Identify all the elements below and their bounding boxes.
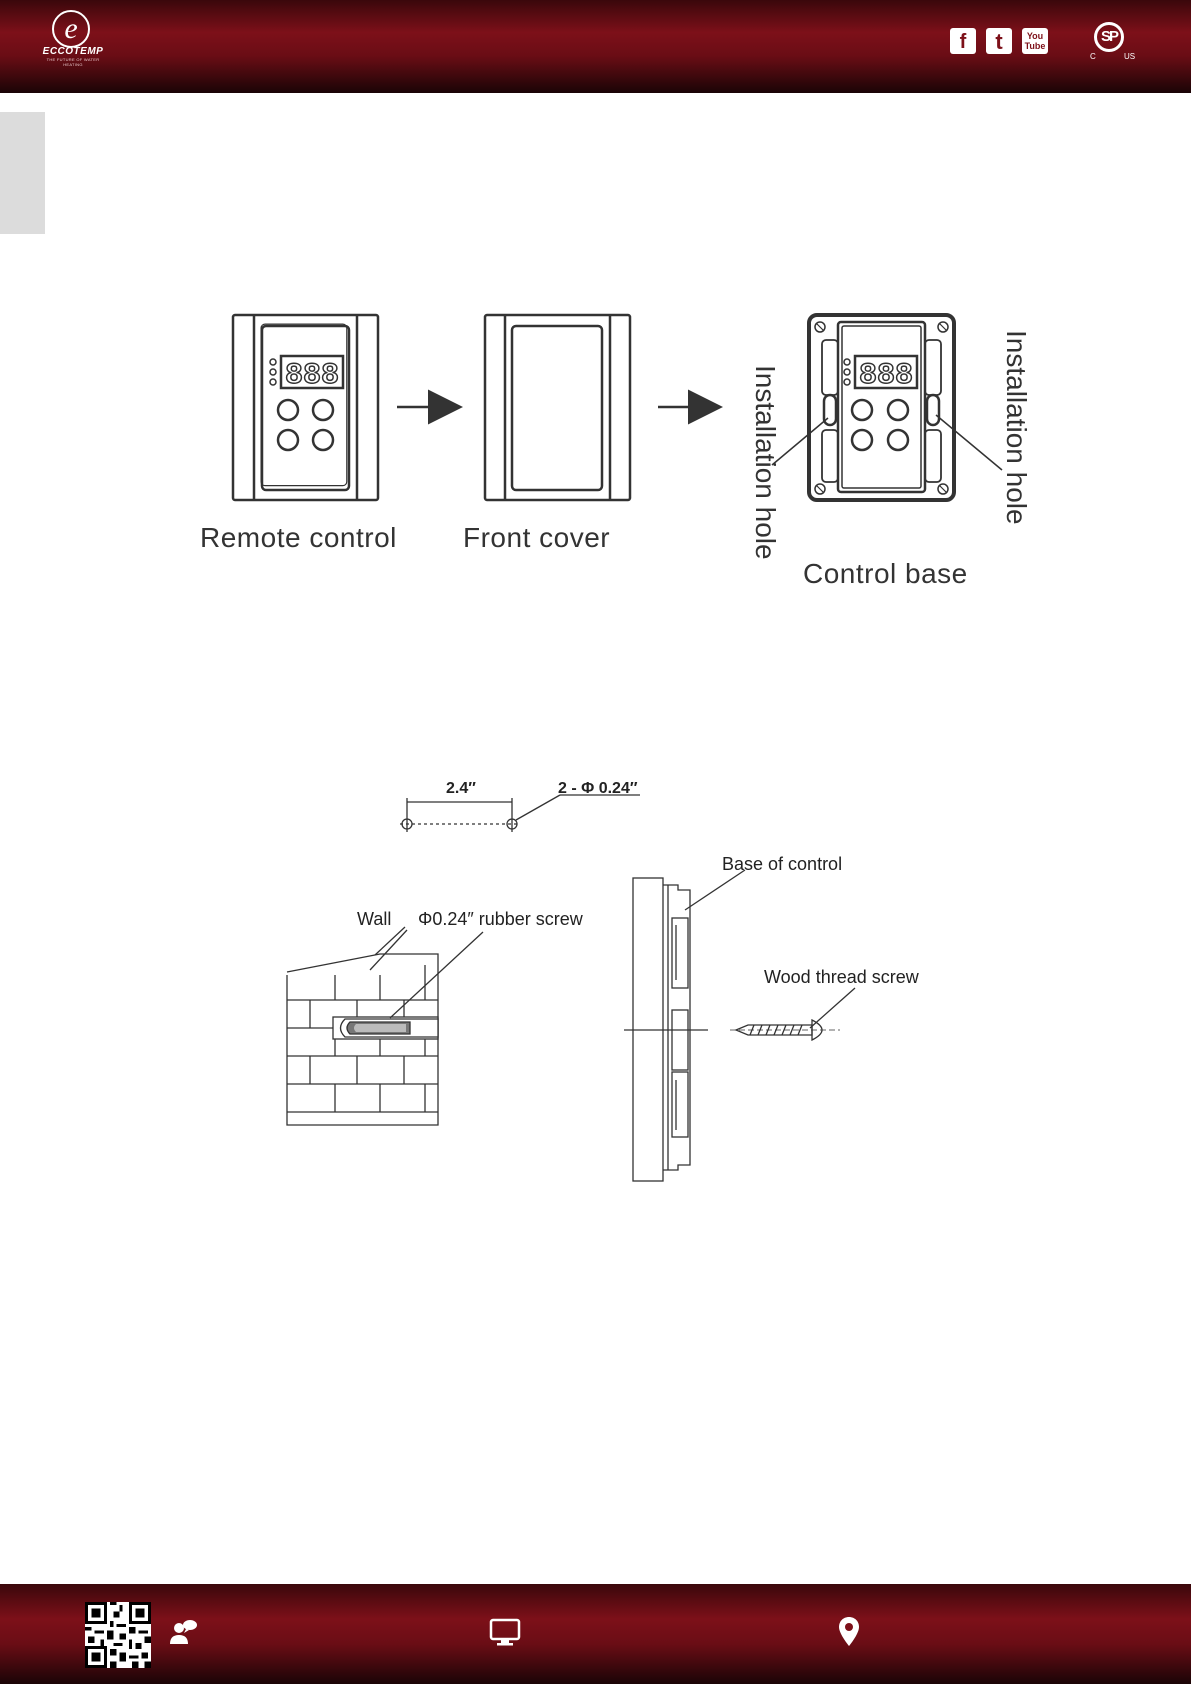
figure-wall-mounting (286, 794, 856, 1182)
rubber-screw-label: Φ0.24″ rubber screw (418, 909, 583, 929)
eccotemp-logo-mark[interactable]: e (52, 10, 90, 48)
twitter-icon[interactable]: t (986, 28, 1012, 54)
front-cover-label: Front cover (463, 522, 611, 553)
brand-name: ECCOTEMP (42, 46, 104, 57)
monitor-icon[interactable] (489, 1618, 521, 1648)
brand-tagline: THE FUTURE OF WATER HEATING (46, 57, 100, 67)
wall-drawing (286, 926, 484, 1126)
control-base-label: Control base (803, 558, 968, 589)
header-band: e ECCOTEMP THE FUTURE OF WATER HEATING f… (0, 0, 1191, 93)
wood-thread-screw-label: Wood thread screw (764, 967, 919, 987)
remote-control-drawing (231, 313, 380, 502)
csa-c-label: C (1090, 52, 1096, 61)
wood-screw-drawing (730, 987, 856, 1042)
installation-hole-left-label: Installation hole (750, 365, 781, 560)
qr-code-icon[interactable] (85, 1602, 151, 1668)
base-of-control-label: Base of control (722, 854, 843, 874)
control-base-drawing (771, 313, 1003, 502)
control-base-side-drawing (624, 869, 746, 1182)
wall-label: Wall (357, 909, 392, 929)
hole-diameter-label: 2 - Φ 0.24″ (558, 780, 638, 797)
front-cover-drawing (483, 313, 632, 502)
base-display-digits: 888 (859, 359, 913, 393)
installation-hole-right-label: Installation hole (1001, 330, 1032, 525)
facebook-icon[interactable]: f (950, 28, 976, 54)
location-pin-icon[interactable] (838, 1616, 860, 1648)
support-icon[interactable] (168, 1618, 198, 1648)
hole-spacing-label: 2.4″ (446, 780, 476, 797)
youtube-icon[interactable]: You Tube (1022, 28, 1048, 54)
csa-us-label: US (1124, 52, 1136, 61)
side-tab (0, 112, 45, 234)
figure-remote-assembly: 888 888 (231, 313, 1003, 502)
remote-display-digits: 888 (285, 359, 339, 393)
csa-certification-mark: SP (1094, 22, 1124, 52)
remote-control-label: Remote control (200, 522, 397, 553)
footer-band (0, 1584, 1191, 1684)
